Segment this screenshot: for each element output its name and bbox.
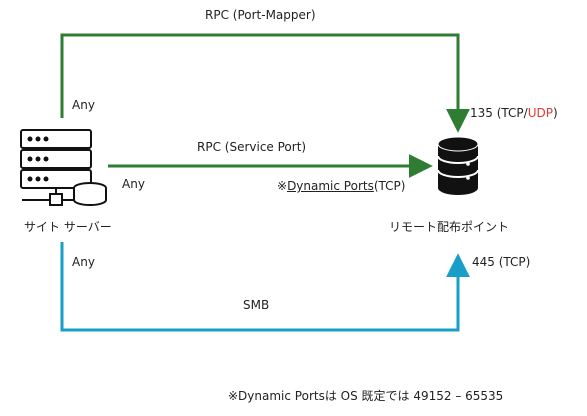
remote-dp-label: リモート配布ポイント (389, 220, 510, 234)
dynamic-ports-link[interactable]: Dynamic Ports (287, 179, 374, 193)
dest-port-suffix: ) (552, 106, 558, 120)
rpc-port-mapper-label: RPC (Port-Mapper) (205, 8, 316, 22)
dynamic-ports-prefix: ※ (277, 179, 288, 193)
dest-port-prefix: 135 (TCP/ (470, 106, 528, 120)
smb-label: SMB (243, 298, 270, 312)
database-icon (438, 136, 478, 195)
dynamic-ports-suffix: (TCP) (373, 179, 406, 193)
rpc-port-mapper-line (60, 33, 470, 133)
rpc-port-mapper-dest-port: 135 (TCP/UDP) (470, 106, 558, 120)
server-icon (20, 129, 107, 206)
smb-line (60, 242, 470, 332)
rpc-service-port-label: RPC (Service Port) (197, 140, 307, 154)
rpc-port-mapper-source-port: Any (72, 98, 95, 112)
dest-port-udp: UDP (527, 106, 553, 120)
site-server-label: サイト サーバー (24, 220, 112, 234)
smb-source-port: Any (72, 255, 95, 269)
rpc-service-port-source-port: Any (122, 177, 145, 191)
footnote: ※Dynamic Portsは OS 既定では 49152 – 65535 (228, 389, 504, 403)
rpc-service-port-dest-port: ※Dynamic Ports(TCP) (277, 179, 405, 193)
smb-dest-port: 445 (TCP) (472, 255, 531, 269)
